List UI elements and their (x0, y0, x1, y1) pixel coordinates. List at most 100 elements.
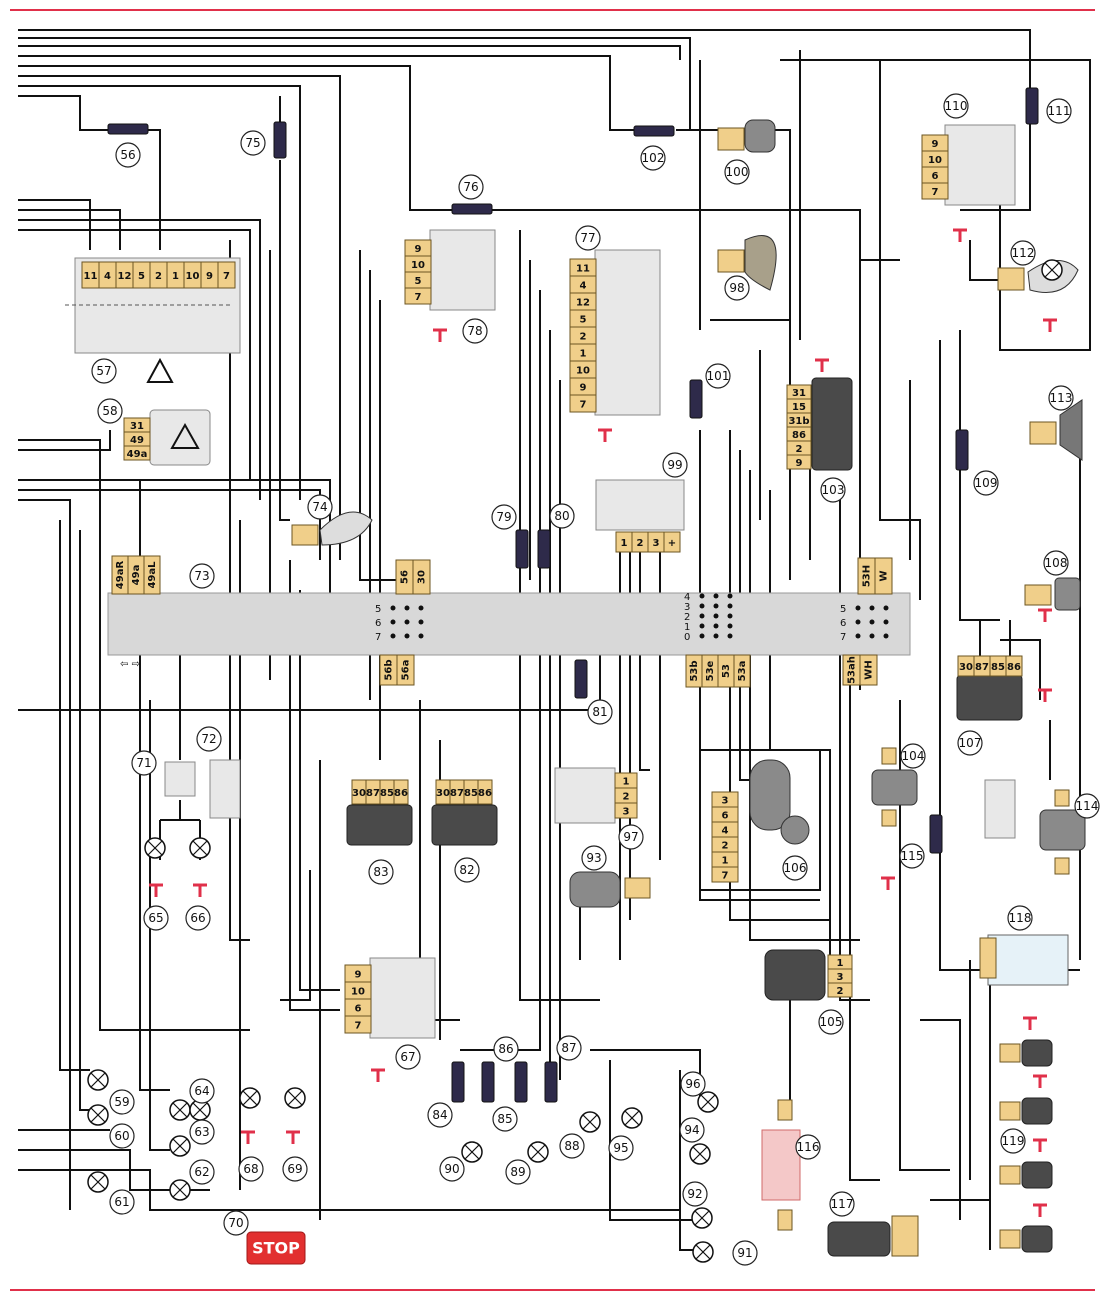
sensor-100-body (744, 119, 776, 153)
callout-number: 83 (373, 865, 388, 879)
callout-87: 87 (556, 1035, 582, 1061)
connector-pin (614, 802, 638, 819)
rear-wiper-motor-105: 132 (764, 949, 853, 1001)
pin-label: 53b (689, 660, 700, 681)
callout-number: 95 (613, 1141, 628, 1155)
contact-dot (418, 633, 424, 639)
callout-number: 100 (726, 165, 749, 179)
callout-number: 109 (975, 476, 998, 490)
contact-dot (390, 605, 396, 611)
callout-108: 108 (1043, 550, 1069, 576)
connector-pin (393, 779, 409, 805)
hazard-triangle-icon (146, 357, 174, 383)
connector-pin (1005, 655, 1023, 677)
stop-text: STOP (252, 1239, 300, 1258)
callout-79: 79 (491, 504, 517, 530)
relay-82-body (431, 804, 498, 846)
lamps-119 (999, 1039, 1053, 1253)
callout-number: 115 (901, 849, 924, 863)
switch-position-label: 2 (684, 612, 690, 623)
stop-sign (246, 1231, 306, 1265)
contact-dot (418, 619, 424, 625)
callout-number: 68 (243, 1162, 258, 1176)
pin-label: 6 (932, 171, 939, 182)
bulb-icon (169, 1179, 191, 1201)
lamp-74-body (319, 511, 373, 546)
pin-label: 9 (580, 383, 587, 394)
switch-position-label: 1 (684, 622, 690, 633)
bulb-icon (87, 1104, 109, 1126)
switch-position-label: 4 (684, 592, 690, 603)
switch-110-body (944, 124, 1016, 206)
callout-number: 99 (667, 458, 682, 472)
callout-118: 118 (1007, 905, 1033, 931)
callout-59: 59 (109, 1089, 135, 1115)
contact-dot (727, 623, 733, 629)
fuse-115 (929, 814, 943, 854)
callout-74: 74 (307, 494, 333, 520)
callout-number: 113 (1050, 391, 1073, 405)
pin-label: 2 (580, 332, 587, 343)
actuators (871, 747, 1086, 875)
callout-116: 116 (795, 1134, 821, 1160)
callout-86: 86 (493, 1036, 519, 1062)
fuse-87 (544, 1061, 558, 1103)
connector-pin (404, 287, 432, 305)
contact-dot (855, 633, 861, 639)
callout-69: 69 (282, 1156, 308, 1182)
callout-73: 73 (189, 563, 215, 589)
fuse-80 (537, 529, 551, 569)
switch-position-label: 7 (375, 632, 381, 643)
callout-81: 81 (587, 699, 613, 725)
fuse-111 (1025, 87, 1039, 125)
callout-85: 85 (492, 1106, 518, 1132)
callout-number: 80 (554, 509, 569, 523)
pin-label: 2 (796, 444, 803, 455)
switch-position-label: 6 (840, 618, 846, 629)
callout-71: 71 (131, 750, 157, 776)
callout-number: 101 (707, 369, 730, 383)
actuator-114-body (1039, 809, 1086, 851)
connector-pin (874, 557, 893, 595)
connector-pin (217, 261, 236, 289)
sensor-100-plug (717, 127, 745, 151)
pin-label: 86 (792, 430, 806, 441)
pin-label: 3 (623, 807, 630, 818)
switch-71-body (164, 761, 196, 797)
pin-label: 9 (932, 139, 939, 150)
pin-label: 1 (580, 349, 587, 360)
pin-label: 10 (411, 260, 425, 271)
callout-88: 88 (559, 1133, 585, 1159)
contact-dot (699, 593, 705, 599)
callout-98: 98 (724, 275, 750, 301)
callout-101: 101 (705, 363, 731, 389)
bulb-icon (144, 837, 166, 859)
pin-label: 2 (722, 841, 729, 852)
fuse-101 (689, 379, 703, 419)
bulb-icon (621, 1107, 643, 1129)
bulb-icon (87, 1171, 109, 1193)
pin-label: 87 (975, 662, 989, 673)
pin-label: 5 (415, 276, 422, 287)
fan-switch-body (595, 479, 685, 531)
pin-label: 7 (415, 292, 422, 303)
fan-motor-body (569, 871, 621, 908)
pin-label: 86 (1007, 662, 1021, 673)
contact-dot (390, 619, 396, 625)
pin-label: 5 (580, 315, 587, 326)
callout-number: 79 (496, 510, 511, 524)
callout-number: 105 (820, 1015, 843, 1029)
pin-label: 1 (623, 777, 630, 788)
pin-label: 1 (621, 538, 628, 549)
callout-96: 96 (680, 1071, 706, 1097)
pin-label: 49a (127, 449, 148, 460)
callout-number: 67 (400, 1050, 415, 1064)
connector-pin (859, 654, 878, 686)
contact-dot (883, 633, 889, 639)
callout-number: 93 (586, 851, 601, 865)
switch-72-body (209, 759, 241, 819)
callout-66: 66 (185, 905, 211, 931)
